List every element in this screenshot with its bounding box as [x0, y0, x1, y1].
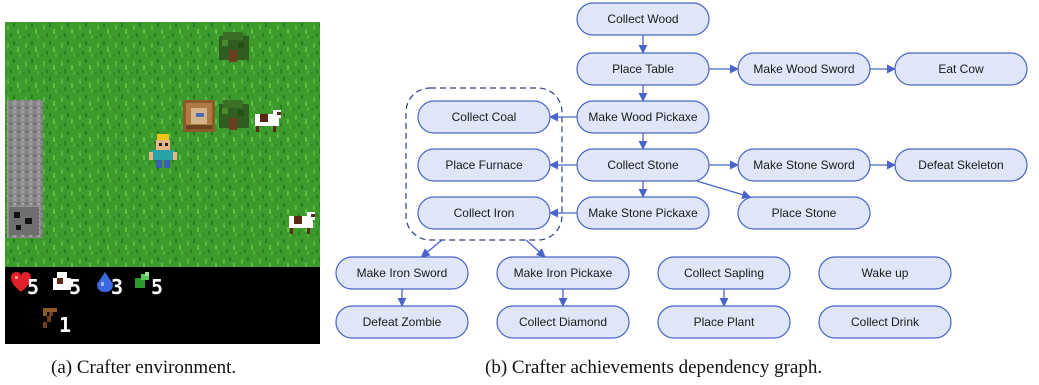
node-box: [417, 100, 551, 134]
node-label: Collect Coal: [452, 110, 517, 124]
node-collect-drink: Collect Drink: [818, 305, 952, 339]
node-label: Make Iron Sword: [357, 266, 448, 280]
edge-group-to-make-iron-sword: [420, 239, 443, 258]
edge-collect-stone-to-place-stone: [696, 180, 752, 200]
node-box: [657, 256, 791, 290]
caption-crafter-environment: (a) Crafter environment.: [51, 357, 237, 378]
tree: [219, 100, 249, 130]
node-label: Defeat Zombie: [363, 315, 442, 329]
iron-prerequisites-group: [405, 87, 563, 241]
node-label: Defeat Skeleton: [918, 158, 1003, 172]
node-make-wood-sword: Make Wood Sword: [737, 52, 871, 86]
node-eat-cow: Eat Cow: [894, 52, 1028, 86]
node-wake-up: Wake up: [818, 256, 952, 290]
node-box: [894, 148, 1028, 182]
node-box: [818, 256, 952, 290]
food-icon: [53, 272, 71, 290]
node-collect-stone: Collect Stone: [576, 148, 710, 182]
node-box: [417, 196, 551, 230]
drink-icon: [97, 272, 113, 292]
node-label: Make Wood Sword: [753, 62, 854, 76]
node-box: [576, 100, 710, 134]
node-place-stone: Place Stone: [737, 196, 871, 230]
node-place-plant: Place Plant: [657, 305, 791, 339]
node-box: [818, 305, 952, 339]
edge-group-to-make-iron-pickaxe: [525, 239, 546, 258]
node-collect-sapling: Collect Sapling: [657, 256, 791, 290]
node-box: [737, 148, 871, 182]
node-box: [576, 52, 710, 86]
node-label: Make Stone Sword: [753, 158, 854, 172]
node-box: [496, 305, 630, 339]
energy-icon: [135, 272, 149, 288]
node-label: Place Stone: [772, 206, 837, 220]
tree: [219, 32, 249, 62]
food-count: 5: [69, 275, 81, 299]
node-label: Wake up: [862, 266, 909, 280]
heart-icon: [11, 272, 31, 292]
node-place-table: Place Table: [576, 52, 710, 86]
node-label: Place Table: [612, 62, 674, 76]
node-collect-diamond: Collect Diamond: [496, 305, 630, 339]
node-label: Make Stone Pickaxe: [588, 206, 698, 220]
node-label: Collect Sapling: [684, 266, 764, 280]
player: [149, 134, 177, 168]
node-box: [894, 52, 1028, 86]
node-box: [657, 305, 791, 339]
coal-ore: [9, 207, 39, 235]
node-label: Make Wood Pickaxe: [588, 110, 697, 124]
node-label: Collect Iron: [454, 206, 515, 220]
cow: [255, 110, 281, 132]
node-label: Collect Stone: [607, 158, 679, 172]
node-box: [576, 148, 710, 182]
node-label: Eat Cow: [938, 62, 984, 76]
caption-dependency-graph: (b) Crafter achievements dependency grap…: [485, 357, 823, 378]
health-count: 5: [27, 275, 39, 299]
node-defeat-skeleton: Defeat Skeleton: [894, 148, 1028, 182]
node-place-furnace: Place Furnace: [417, 148, 551, 182]
drink-count: 3: [111, 275, 123, 299]
node-box: [496, 256, 630, 290]
node-make-stone-sword: Make Stone Sword: [737, 148, 871, 182]
node-box: [335, 256, 469, 290]
energy-count: 5: [151, 275, 163, 299]
node-defeat-zombie: Defeat Zombie: [335, 305, 469, 339]
node-label: Place Furnace: [445, 158, 523, 172]
node-label: Collect Wood: [607, 12, 678, 26]
crafter-game-view: 5 5 3 5 1: [5, 22, 320, 344]
node-make-iron-sword: Make Iron Sword: [335, 256, 469, 290]
node-box: [576, 196, 710, 230]
node-label: Collect Diamond: [519, 315, 607, 329]
node-collect-iron: Collect Iron: [417, 196, 551, 230]
cow: [289, 212, 315, 234]
node-label: Place Plant: [694, 315, 755, 329]
node-box: [737, 196, 871, 230]
graph-edges: [397, 35, 896, 307]
node-box: [335, 305, 469, 339]
pickaxe-count: 1: [59, 313, 71, 337]
node-box: [737, 52, 871, 86]
node-collect-coal: Collect Coal: [417, 100, 551, 134]
node-box: [417, 148, 551, 182]
node-make-iron-pickaxe: Make Iron Pickaxe: [496, 256, 630, 290]
node-label: Make Iron Pickaxe: [514, 266, 613, 280]
node-make-wood-pickaxe: Make Wood Pickaxe: [576, 100, 710, 134]
wood-pickaxe-icon: [43, 308, 57, 328]
node-box: [576, 2, 710, 36]
node-label: Collect Drink: [851, 315, 920, 329]
node-make-stone-pickaxe: Make Stone Pickaxe: [576, 196, 710, 230]
crafting-table: [183, 100, 215, 132]
node-collect-wood: Collect Wood: [576, 2, 710, 36]
